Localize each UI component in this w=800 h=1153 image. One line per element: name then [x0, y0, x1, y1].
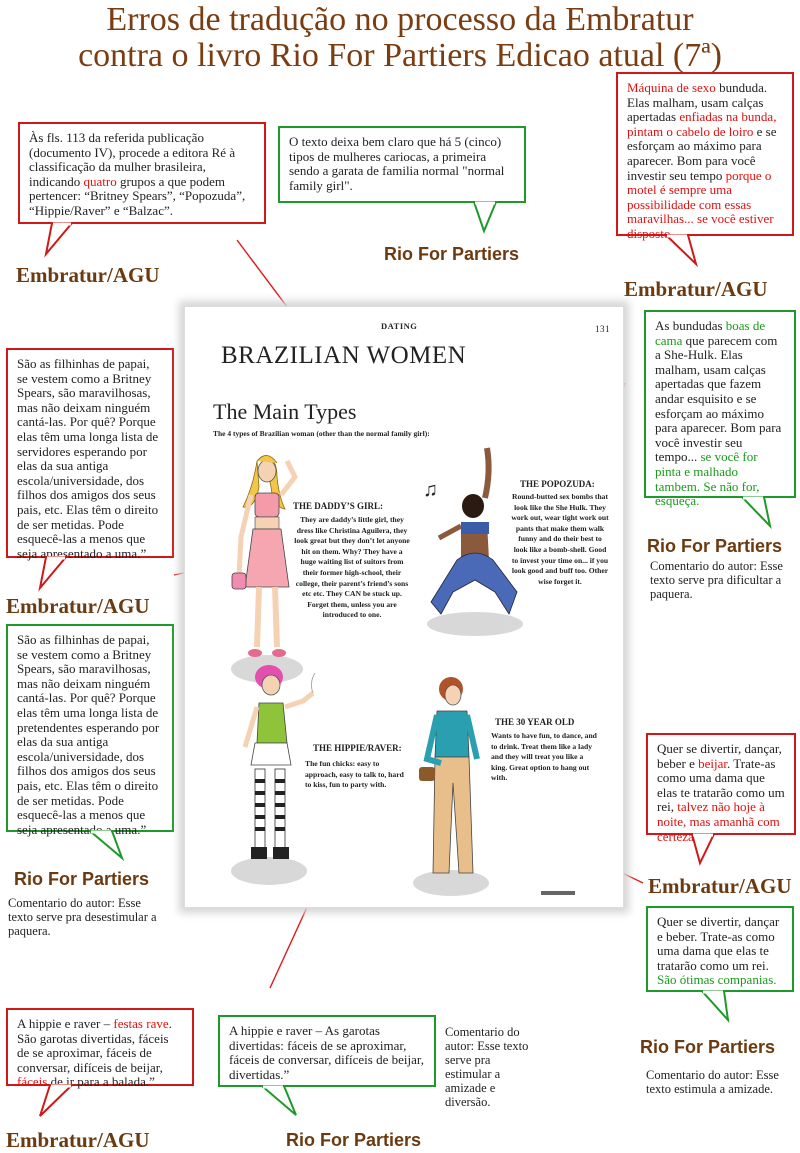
- embratur-label-1: Embratur/AGU: [16, 263, 160, 287]
- rio-label-2: Rio For Partiers: [647, 536, 783, 556]
- rio-label-5: Rio For Partiers: [286, 1130, 422, 1150]
- title-line-2: contra o livro Rio For Partiers Edicao a…: [78, 37, 722, 74]
- bubble-tail: [259, 1085, 297, 1116]
- bubble-tail: [38, 556, 69, 592]
- embratur-label-3: Embratur/AGU: [6, 594, 150, 618]
- page-subheading: The Main Types: [213, 399, 357, 424]
- author-note-1: Comentario do autor: Esse texto serve pr…: [650, 559, 783, 601]
- bubble-tail: [472, 201, 498, 234]
- page-section-header: DATING: [381, 321, 418, 331]
- popozuda-text: Round-butted sex bombs that look like th…: [511, 492, 609, 586]
- rio-label-4: Rio For Partiers: [640, 1037, 776, 1057]
- daddys-girl-illustration: [231, 455, 303, 683]
- bubble-tail: [739, 496, 772, 530]
- embratur-label-5: Embratur/AGU: [6, 1128, 150, 1152]
- rio-label-1: Rio For Partiers: [384, 244, 520, 264]
- author-note-2: Comentario do autor: Esse texto serve pr…: [8, 896, 157, 938]
- hippie-raver-title: THE HIPPIE/RAVER:: [313, 743, 402, 753]
- thirty-year-old-illustration: [413, 677, 489, 896]
- rio-label-3: Rio For Partiers: [14, 869, 150, 889]
- popozuda-illustration: ♫: [423, 447, 523, 636]
- embratur-quote-bubble-4: Quer se divertir, dançar, beber e beijar…: [646, 733, 796, 843]
- daddys-girl-title: THE DADDY’S GIRL:: [293, 501, 384, 511]
- thirty-year-old-text: Wants to have fun, to dance, and to drin…: [491, 731, 597, 783]
- rio-quote-bubble-1: O texto deixa bem claro que há 5 (cinco)…: [278, 126, 526, 203]
- bubble-tail: [690, 833, 716, 866]
- embratur-quote-bubble-2: Máquina de sexo bunduda. Elas malham, us…: [616, 72, 794, 241]
- rio-quote-bubble-2: As bundudas boas de cama que parecem com…: [644, 310, 796, 508]
- rio-quote-bubble-5: A hippie e raver – As garotas divertidas…: [218, 1015, 436, 1087]
- bubble-tail: [87, 830, 125, 862]
- embratur-quote-bubble-1: Às fls. 113 da referida publicação (docu…: [18, 122, 266, 224]
- bubble-tail: [39, 1084, 75, 1117]
- svg-text:♫: ♫: [423, 479, 438, 501]
- page-heading: BRAZILIAN WOMEN: [221, 342, 467, 369]
- embratur-quote-bubble-5: A hippie e raver – festas rave. São garo…: [6, 1008, 194, 1089]
- bubble-tail: [699, 990, 730, 1024]
- bubble-tail: [44, 222, 75, 258]
- embratur-label-2: Embratur/AGU: [624, 277, 768, 301]
- hippie-raver-text: The fun chicks: easy to approach, easy t…: [305, 759, 404, 790]
- rio-quote-bubble-3: São as filhinhas de papai, se vestem com…: [6, 624, 174, 837]
- author-note-4: Comentario do autor: Esse texto estimula…: [646, 1068, 779, 1096]
- page-bottom-bar: [541, 891, 575, 895]
- rio-quote-bubble-4: Quer se divertir, dançar e beber. Trate-…: [646, 906, 794, 992]
- daddys-girl-text: They are daddy’s little girl, they dress…: [294, 515, 410, 620]
- thirty-year-old-title: THE 30 YEAR OLD: [495, 717, 575, 727]
- book-page-excerpt: DATING 131 BRAZILIAN WOMEN The Main Type…: [184, 306, 624, 908]
- author-note-3: Comentario do autor: Esse texto serve pr…: [445, 1025, 529, 1109]
- page-title: Erros de tradução no processo da Embratu…: [0, 2, 800, 74]
- hippie-raver-illustration: [231, 665, 316, 885]
- page-number: 131: [595, 324, 610, 334]
- embratur-quote-bubble-3: São as filhinhas de papai, se vestem com…: [6, 348, 174, 561]
- title-line-1: Erros de tradução no processo da Embratu…: [106, 1, 694, 38]
- popozuda-title: THE POPOZUDA:: [520, 479, 595, 489]
- page-intro: The 4 types of Brazilian woman (other th…: [213, 429, 430, 438]
- embratur-label-4: Embratur/AGU: [648, 874, 792, 898]
- bubble-tail: [663, 234, 698, 268]
